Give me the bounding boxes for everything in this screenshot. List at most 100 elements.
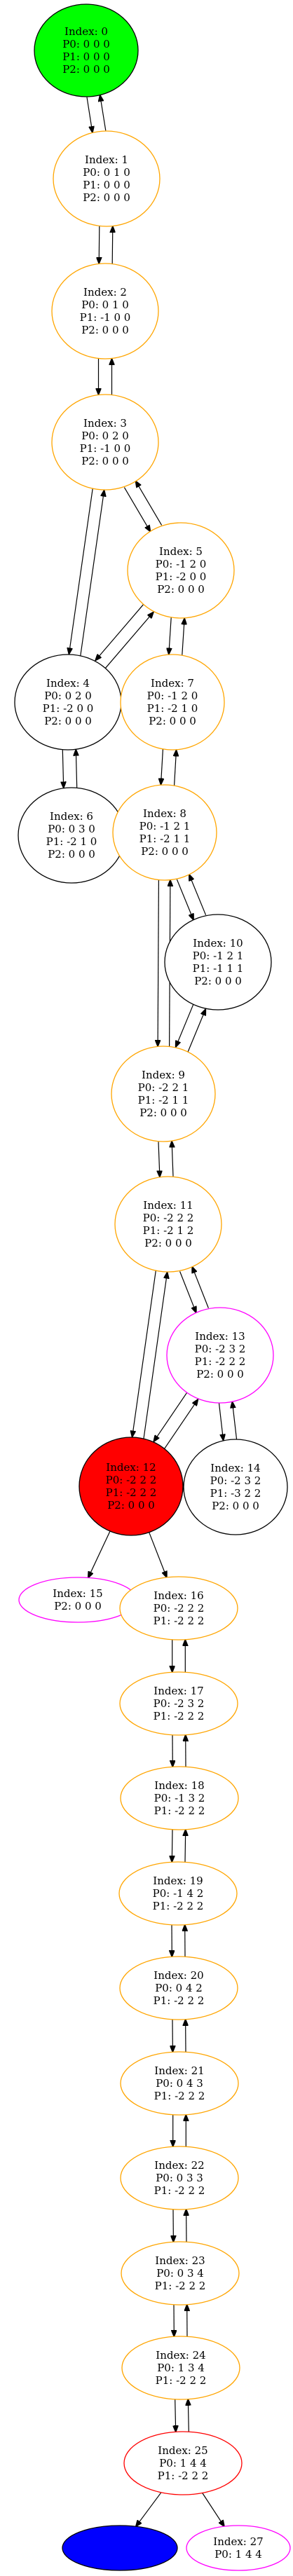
node-23-line-2: P1: -2 2 2	[155, 2280, 206, 2292]
node-17-line-0: Index: 17	[154, 1685, 203, 1697]
edge-7-to-8	[161, 749, 163, 784]
node-6-line-1: P0: 0 3 0	[48, 823, 95, 835]
node-26-line-1: P0: 1 4 4	[96, 2548, 144, 2561]
node-8-line-3: P2: 0 0 0	[141, 845, 189, 858]
edge-8-to-10	[176, 879, 193, 920]
edge-11-to-13	[179, 1271, 196, 1313]
node-11-line-1: P0: -2 2 2	[143, 1212, 194, 1224]
node-12-line-1: P0: -2 2 2	[106, 1474, 157, 1486]
node-18-shape	[120, 1766, 239, 1830]
edge-8-to-7	[175, 750, 177, 786]
node-12-line-0: Index: 12	[106, 1461, 156, 1474]
edge-5-to-3	[136, 481, 163, 526]
edge-1-to-2	[99, 226, 100, 263]
edge-13-to-11	[192, 1267, 209, 1308]
node-9-line-1: P0: -2 2 1	[138, 1081, 189, 1094]
edge-19-to-18	[185, 1830, 186, 1863]
node-1-line-0: Index: 1	[85, 153, 128, 166]
edge-12-to-15	[88, 1530, 111, 1578]
node-3-line-1: P0: 0 2 0	[81, 430, 129, 442]
node-19-line-0: Index: 19	[153, 1875, 203, 1887]
node-14-shape	[183, 1439, 288, 1535]
node-27-line-1: P0: 1 4 4	[214, 2548, 262, 2561]
node-3-line-3: P2: 0 0 0	[81, 455, 129, 467]
node-12-shape	[79, 1437, 184, 1536]
node-9-line-3: P2: 0 0 0	[139, 1107, 187, 1119]
node-3-shape	[51, 394, 159, 491]
node-0-line-0: Index: 0	[64, 25, 108, 38]
edge-2-to-1	[112, 226, 113, 264]
node-25-line-2: P1: -2 2 2	[158, 2469, 209, 2482]
node-9-line-2: P1: -2 1 1	[138, 1094, 189, 1107]
node-6-line-2: P1: -2 1 0	[46, 835, 97, 848]
node-10-line-2: P1: -1 1 1	[193, 962, 244, 975]
node-9-line-0: Index: 9	[142, 1069, 185, 1081]
node-7-line-3: P2: 0 0 0	[149, 715, 196, 727]
node-17-line-1: P0: -2 3 2	[154, 1697, 205, 1710]
node-7-shape	[120, 654, 225, 751]
node-5-line-0: Index: 5	[159, 545, 203, 558]
nodes-layer: Index: 0P0: 0 0 0P1: 0 0 0P2: 0 0 0Index…	[14, 4, 291, 2571]
node-9-shape	[111, 1046, 216, 1142]
node-5-line-2: P1: -2 0 0	[156, 570, 207, 583]
node-19-line-2: P1: -2 2 2	[153, 1900, 204, 1912]
node-0-line-2: P1: 0 0 0	[62, 50, 110, 63]
node-16-shape	[119, 1576, 238, 1640]
node-4-line-0: Index: 4	[46, 677, 90, 690]
node-14-line-2: P1: -3 2 2	[210, 1487, 261, 1500]
edge-3-to-4	[69, 488, 93, 654]
node-25-line-1: P0: 1 4 4	[159, 2457, 207, 2469]
node-23-shape	[121, 2241, 240, 2306]
node-7-line-2: P1: -2 1 0	[147, 702, 198, 715]
edge-0-to-1	[86, 97, 93, 132]
edge-3-to-5	[123, 487, 150, 532]
node-13-shape	[166, 1307, 274, 1404]
node-26-line-0: Index: 26	[95, 2535, 144, 2548]
node-0-line-1: P0: 0 0 0	[62, 38, 110, 50]
node-21-line-0: Index: 21	[154, 2064, 204, 2077]
edge-4-to-5	[104, 612, 154, 669]
node-2-line-2: P1: -1 0 0	[80, 311, 131, 324]
node-25-shape	[123, 2431, 243, 2495]
node-2-line-3: P2: 0 0 0	[81, 324, 129, 336]
edge-13-to-12	[154, 1392, 188, 1441]
edge-14-to-13	[232, 1402, 238, 1439]
node-8: Index: 8P0: -1 2 1P1: -2 1 1P2: 0 0 0	[112, 784, 217, 881]
node-11-line-3: P2: 0 0 0	[144, 1237, 192, 1249]
node-3-line-0: Index: 3	[83, 417, 127, 430]
node-15-line-0: Index: 15	[53, 1587, 102, 1600]
node-18-line-0: Index: 18	[154, 1779, 204, 1792]
node-7: Index: 7P0: -1 2 0P1: -2 1 0P2: 0 0 0	[120, 654, 225, 751]
node-2-shape	[51, 263, 159, 359]
node-8-line-1: P0: -1 2 1	[139, 820, 191, 833]
node-11-shape	[114, 1176, 222, 1273]
node-1-line-1: P0: 0 1 0	[83, 166, 130, 179]
node-27-line-0: Index: 27	[213, 2535, 263, 2548]
node-13-line-3: P2: 0 0 0	[196, 1368, 244, 1381]
node-22-line-0: Index: 22	[154, 2159, 204, 2172]
node-26-shape	[62, 2525, 178, 2571]
node-21-line-1: P0: 0 4 3	[156, 2077, 203, 2090]
node-22-line-2: P1: -2 2 2	[154, 2184, 205, 2197]
node-5-line-3: P2: 0 0 0	[157, 583, 205, 596]
edge-25-to-24	[188, 2399, 189, 2432]
edge-4-to-6	[62, 750, 63, 788]
node-5: Index: 5P0: -1 2 0P1: -2 0 0P2: 0 0 0	[127, 522, 235, 619]
node-3: Index: 3P0: 0 2 0P1: -1 0 0P2: 0 0 0	[51, 394, 159, 491]
node-24-shape	[121, 2336, 240, 2400]
node-14-line-1: P0: -2 3 2	[210, 1474, 261, 1487]
edge-10-to-9	[176, 1004, 194, 1047]
node-16-line-0: Index: 16	[154, 1589, 203, 1602]
